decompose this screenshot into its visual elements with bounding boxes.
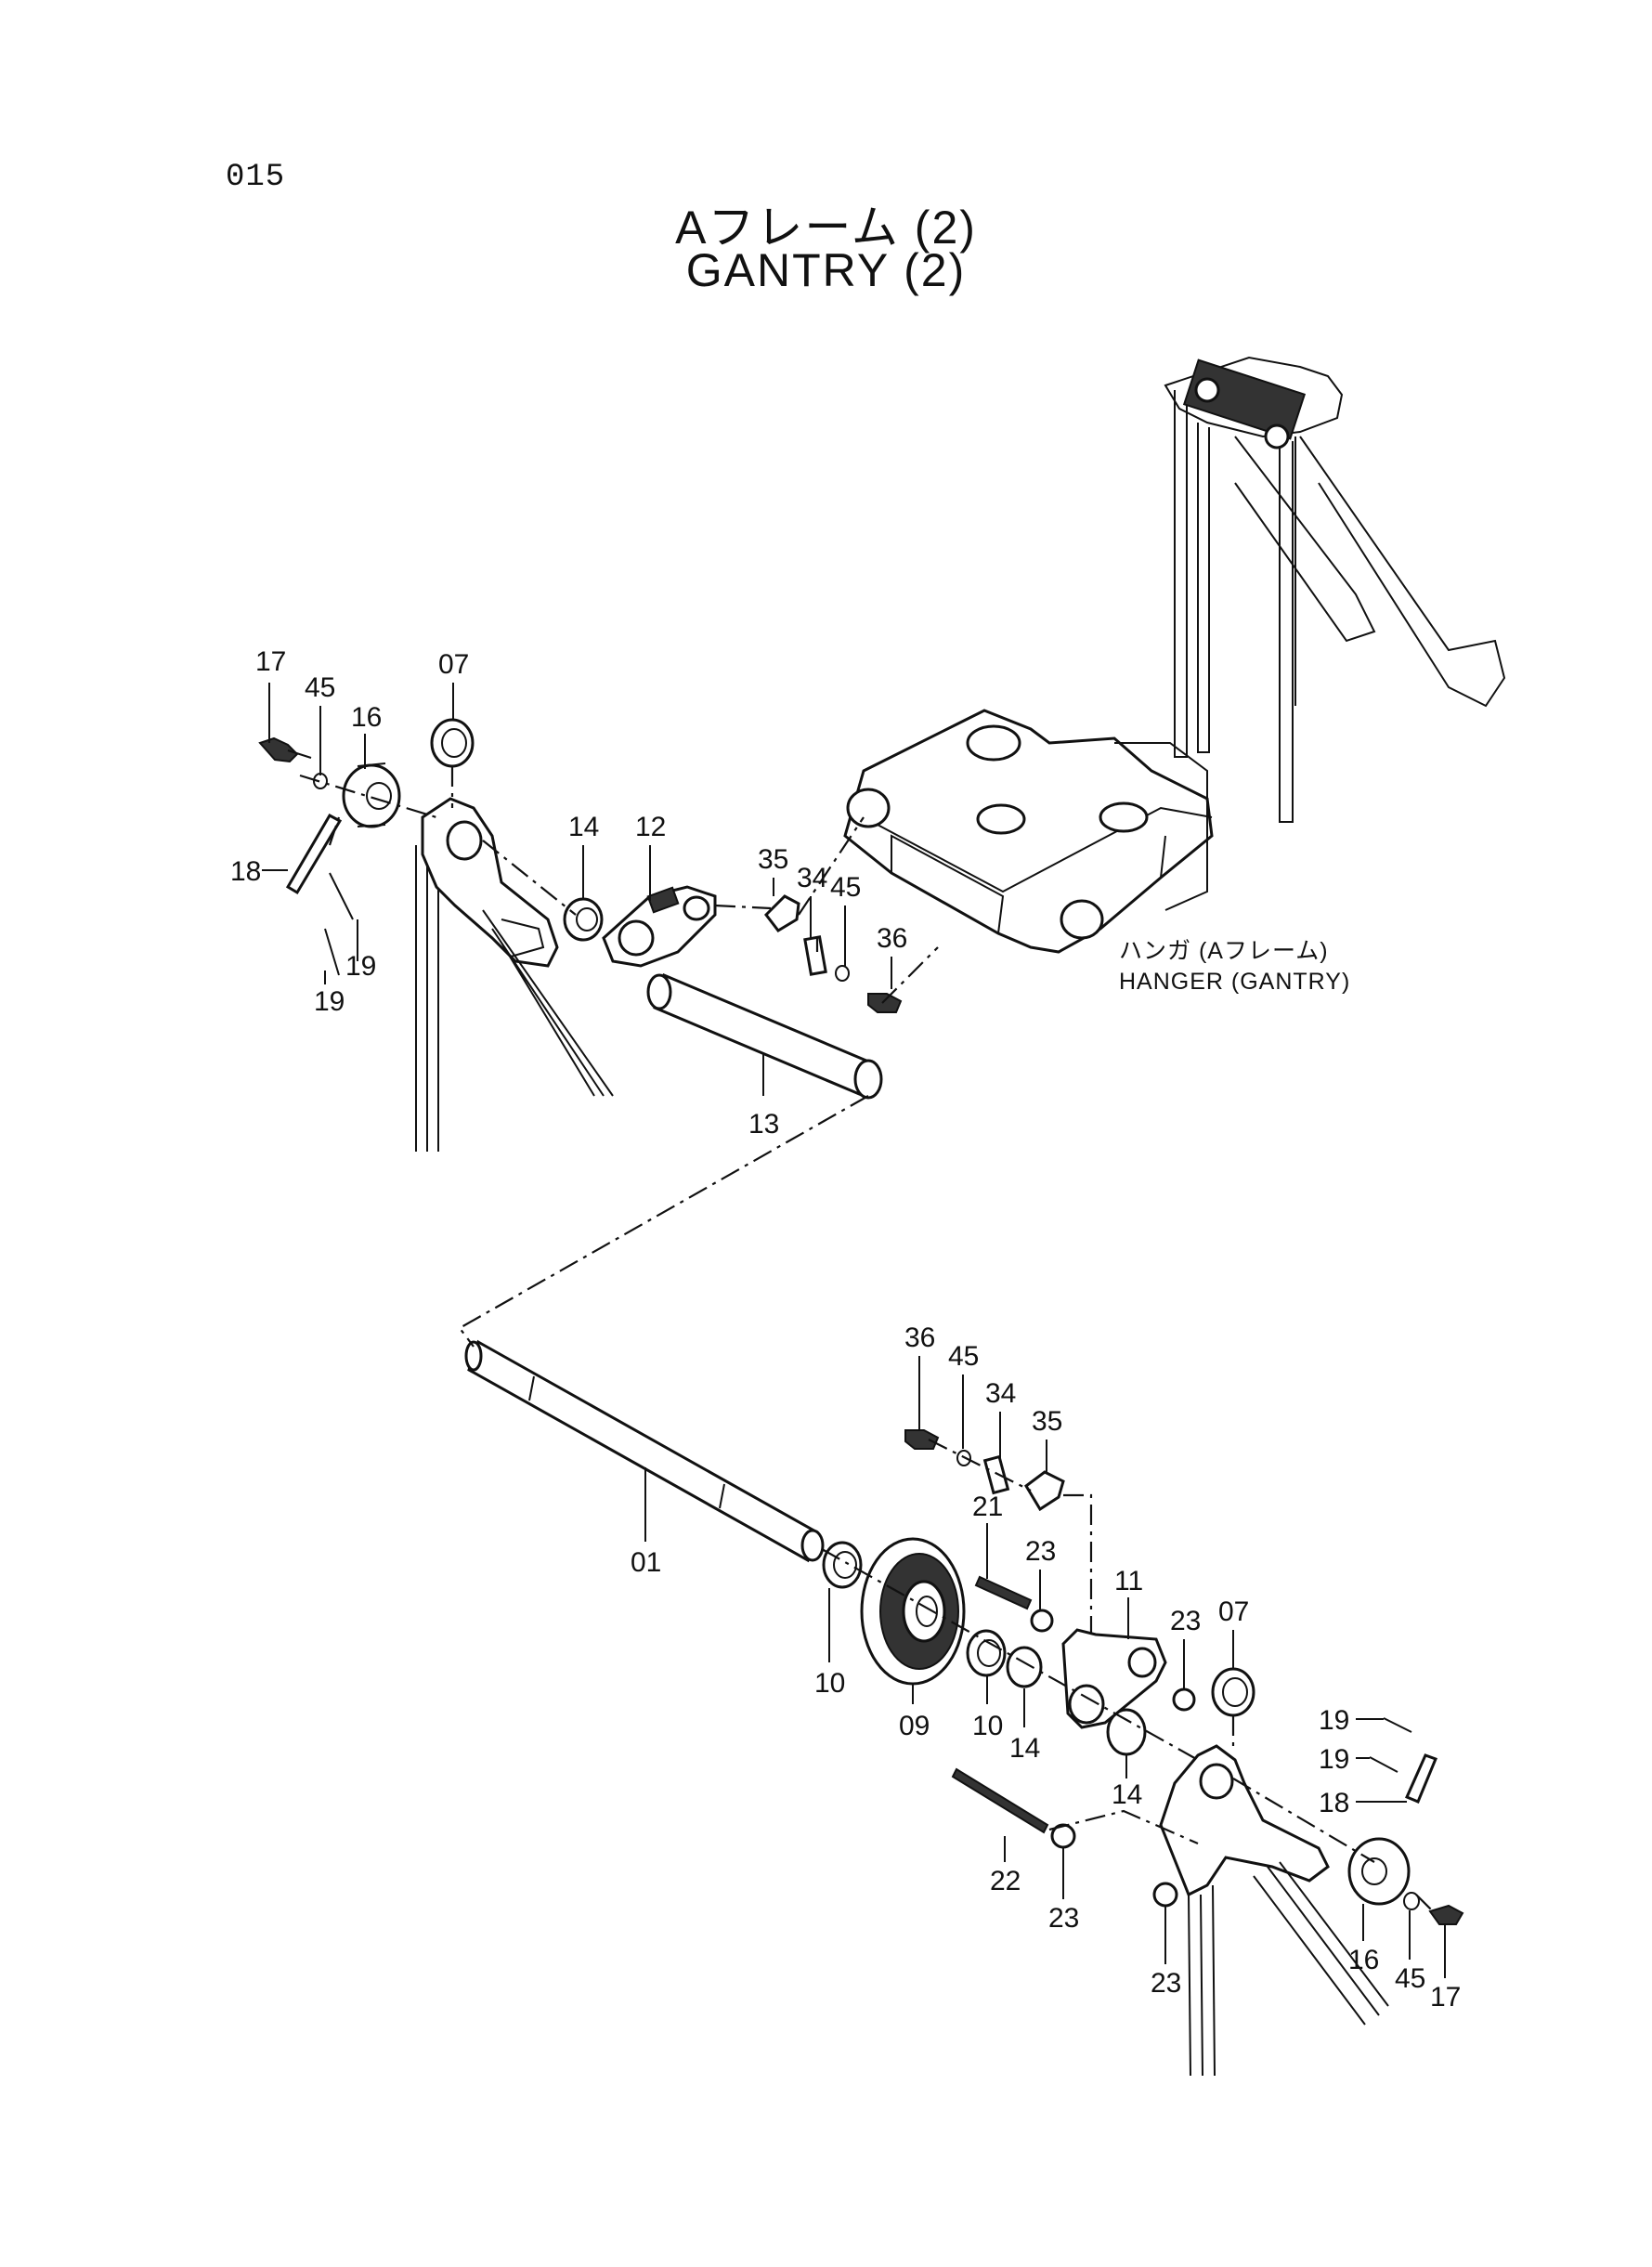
- hanger-label-japanese: ハンガ (Aフレーム): [1119, 938, 1329, 964]
- callout-19-lower-b: 19: [1319, 1744, 1349, 1775]
- callout-13: 13: [748, 1109, 779, 1140]
- right-arm-lower: [1159, 1744, 1389, 2077]
- callout-labels: 17 45 16 07 18 19 19 14 12 35 34 45 36 1…: [230, 646, 1461, 2013]
- callout-22: 22: [990, 1866, 1021, 1896]
- title-japanese: Aフレーム (2): [675, 202, 977, 254]
- callout-10-a: 10: [814, 1668, 845, 1699]
- callout-35-lower: 35: [1032, 1406, 1062, 1437]
- hanger-assembly: [843, 709, 1214, 954]
- shaft: [464, 1339, 825, 1563]
- callout-14-lower-a: 14: [1009, 1733, 1040, 1764]
- title-english: GANTRY (2): [685, 244, 967, 296]
- callout-36-lower: 36: [904, 1322, 935, 1353]
- callout-45-upper: 45: [305, 672, 335, 703]
- callout-19-upper-b: 19: [314, 986, 345, 1017]
- left-arm-upper: [415, 797, 614, 1152]
- callout-45-upper-b: 45: [830, 872, 861, 903]
- upper-parts: [258, 718, 903, 1100]
- callout-11: 11: [1114, 1566, 1143, 1596]
- callout-19-upper-a: 19: [345, 951, 376, 982]
- callout-07-upper: 07: [438, 649, 469, 680]
- callout-36-upper: 36: [877, 923, 907, 954]
- callout-23-a: 23: [1025, 1536, 1056, 1567]
- lower-parts: [822, 1429, 1464, 1925]
- callout-21: 21: [972, 1492, 1003, 1522]
- callout-45-lower-b: 45: [1395, 1963, 1425, 1994]
- callout-35-upper: 35: [758, 844, 788, 875]
- hanger-label-english: HANGER (GANTRY): [1119, 969, 1350, 995]
- callout-34-upper: 34: [797, 863, 827, 893]
- callout-34-lower: 34: [985, 1378, 1016, 1409]
- callout-18-lower: 18: [1319, 1788, 1349, 1818]
- callout-16-upper: 16: [351, 702, 382, 733]
- callout-07-lower: 07: [1218, 1596, 1249, 1627]
- page-number: 015: [226, 160, 286, 195]
- callout-19-lower-a: 19: [1319, 1705, 1349, 1736]
- leader-lines: [262, 683, 1446, 1978]
- callout-12: 12: [635, 812, 666, 842]
- callout-17-lower: 17: [1430, 1982, 1461, 2013]
- callout-09: 09: [899, 1711, 930, 1741]
- callout-14-lower-b: 14: [1112, 1779, 1142, 1810]
- callout-23-d: 23: [1151, 1968, 1181, 1999]
- callout-45-lower: 45: [948, 1341, 979, 1372]
- callout-23-c: 23: [1048, 1903, 1079, 1934]
- callout-14-upper: 14: [568, 812, 599, 842]
- callout-01: 01: [631, 1547, 661, 1578]
- callout-17-upper: 17: [255, 646, 286, 677]
- gantry-overview: [1164, 356, 1506, 823]
- callout-23-b: 23: [1170, 1606, 1201, 1636]
- callout-10-b: 10: [972, 1711, 1003, 1741]
- callout-16-lower: 16: [1348, 1945, 1379, 1975]
- callout-18-upper: 18: [230, 856, 261, 887]
- assembly-lines: [299, 766, 1436, 1914]
